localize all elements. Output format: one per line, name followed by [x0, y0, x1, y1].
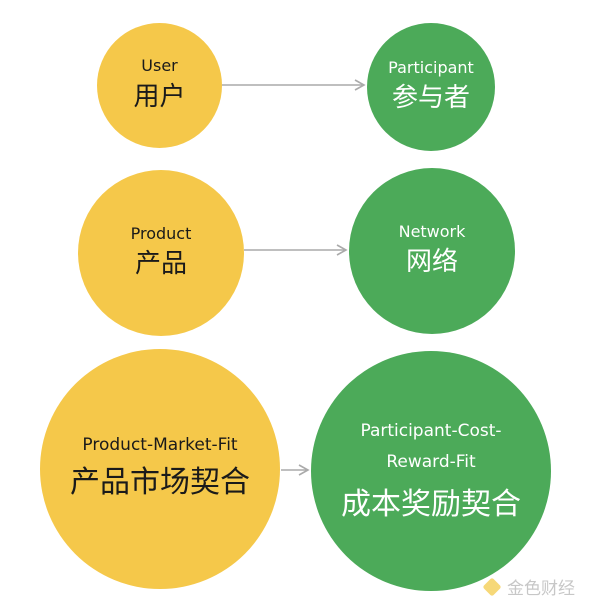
watermark: 金色财经 [482, 574, 575, 599]
network-circle: Network 网络 [349, 168, 515, 334]
product-label-zh: 产品 [134, 249, 187, 280]
participant-cost-reward-fit-circle: Participant-Cost- Reward-Fit 成本奖励契合 [311, 351, 551, 591]
participant-circle: Participant 参与者 [367, 23, 495, 151]
pcrf-label-zh: 成本奖励契合 [341, 487, 521, 523]
pcrf-label-en-line2: Reward-Fit [386, 451, 476, 472]
watermark-logo-icon [482, 576, 502, 597]
pcrf-label-en-line1: Participant-Cost- [360, 421, 502, 442]
product-circle: Product 产品 [78, 170, 244, 336]
watermark-text: 金色财经 [507, 579, 575, 599]
product-market-fit-circle: Product-Market-Fit 产品市场契合 [40, 349, 280, 589]
network-label-en: Network [398, 221, 466, 241]
user-label-zh: 用户 [133, 81, 186, 112]
participant-label-en: Participant [388, 57, 474, 77]
user-label-en: User [141, 56, 178, 76]
product-label-en: Product [130, 223, 192, 243]
user-circle: User 用户 [97, 23, 222, 148]
product-market-fit-label-en: Product-Market-Fit [82, 434, 238, 455]
participant-label-zh: 参与者 [391, 83, 470, 114]
network-label-zh: 网络 [405, 247, 458, 278]
product-market-fit-label-zh: 产品市场契合 [70, 464, 250, 500]
